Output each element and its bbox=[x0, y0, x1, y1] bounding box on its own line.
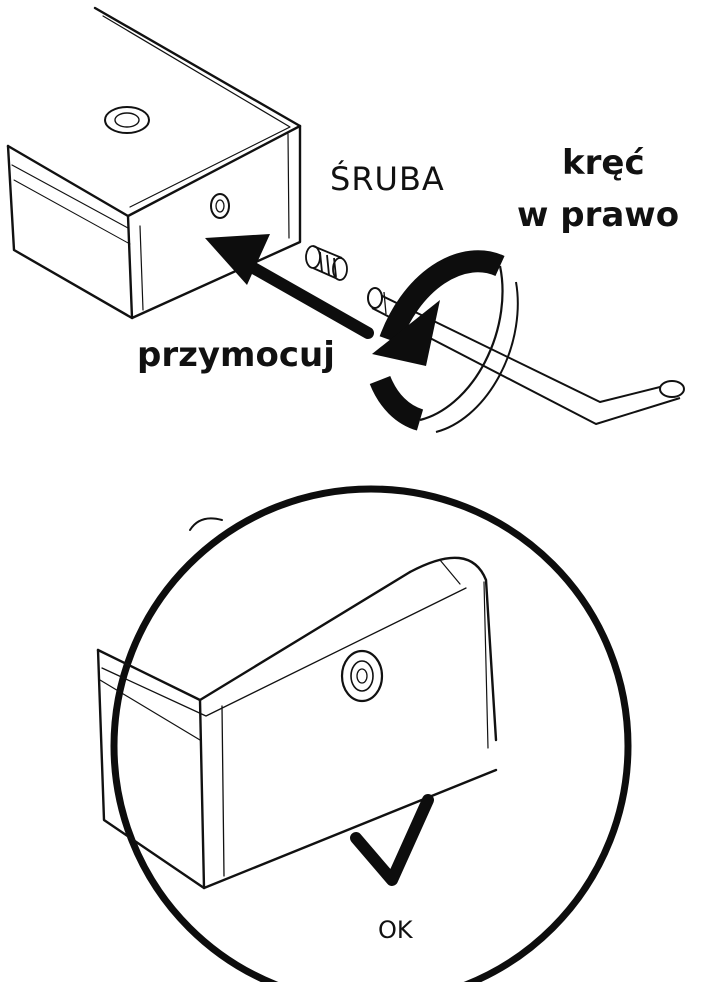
turn-direction-label-line1: kręć bbox=[562, 146, 645, 180]
detail-zoom-circle bbox=[114, 489, 628, 982]
screw-label: ŚRUBA bbox=[330, 163, 445, 195]
screw-icon bbox=[306, 246, 347, 280]
attach-label: przymocuj bbox=[137, 338, 335, 372]
housing-box-detail bbox=[98, 518, 496, 888]
turn-direction-label-line2: w prawo bbox=[517, 198, 679, 232]
ok-label: OK bbox=[378, 918, 413, 942]
